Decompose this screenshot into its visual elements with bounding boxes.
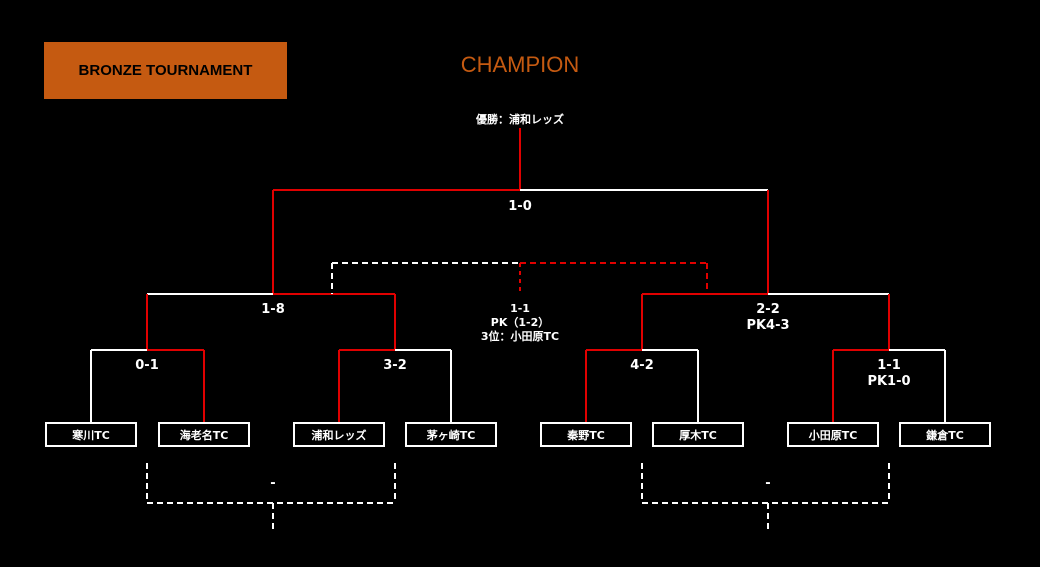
team-kamakura[interactable]: 鎌倉TC [899, 422, 991, 447]
third-place-result: 3位：小田原TC [480, 330, 560, 343]
third-place-lines [331, 262, 708, 294]
final-score: 1-0 [508, 199, 532, 214]
page-title: CHAMPION [460, 52, 580, 77]
match2-lines [338, 349, 452, 422]
semifinal-right-score: 2-2 PK4-3 [728, 302, 808, 334]
semifinal-left-score: 1-8 [261, 302, 285, 317]
match2-score: 3-2 [383, 358, 407, 373]
team-urawa[interactable]: 浦和レッズ [293, 422, 385, 447]
team-chigasaki[interactable]: 茅ヶ崎TC [405, 422, 497, 447]
team-ebina[interactable]: 海老名TC [158, 422, 250, 447]
match1-score: 0-1 [135, 358, 159, 373]
semifinal-right-score-value: 2-2 [756, 302, 780, 317]
match4-pk: PK1-0 [867, 374, 911, 389]
team-atsugi[interactable]: 厚木TC [652, 422, 744, 447]
semifinal-right-pk: PK4-3 [746, 318, 790, 333]
match3-score: 4-2 [630, 358, 654, 373]
winner-label: 優勝：浦和レッズ [476, 113, 564, 126]
third-place-score: 1-1 [510, 302, 530, 315]
team-samukawa[interactable]: 寒川TC [45, 422, 137, 447]
third-place-info: 1-1 PK（1-2） 3位：小田原TC [460, 302, 580, 344]
consolation-left-score: - [270, 476, 276, 491]
semifinal-left-lines [146, 293, 396, 350]
match4-lines [832, 349, 946, 422]
semifinal-right-lines [641, 293, 890, 350]
match1-lines [90, 349, 205, 422]
consolation-left-lines [146, 463, 396, 532]
final-lines [272, 128, 769, 294]
match4-score-value: 1-1 [877, 358, 901, 373]
team-hadano[interactable]: 秦野TC [540, 422, 632, 447]
match3-lines [585, 349, 699, 422]
third-place-pk: PK（1-2） [490, 316, 550, 329]
team-odawara[interactable]: 小田原TC [787, 422, 879, 447]
match4-score: 1-1 PK1-0 [849, 358, 929, 390]
consolation-right-score: - [765, 476, 771, 491]
consolation-right-lines [641, 463, 890, 532]
tournament-badge: BRONZE TOURNAMENT [44, 42, 287, 99]
